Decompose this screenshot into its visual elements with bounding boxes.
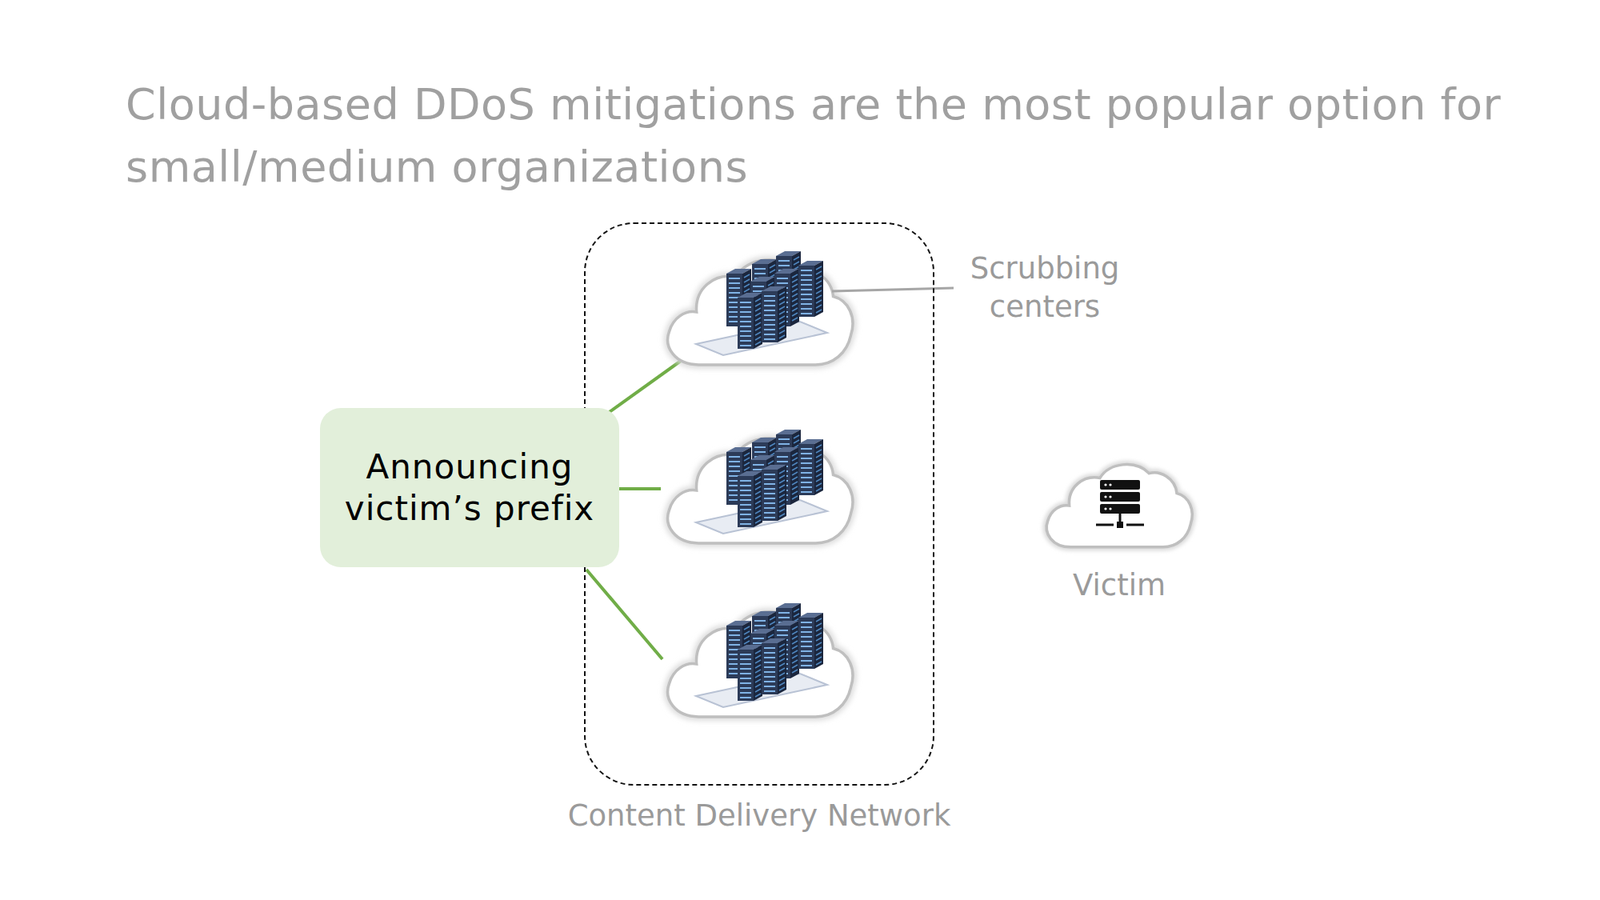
victim-cloud — [1046, 464, 1192, 548]
server-rack — [737, 292, 763, 349]
server-cluster — [696, 603, 828, 708]
cdn-region: Content Delivery Network — [584, 222, 935, 786]
server-rack — [737, 644, 763, 701]
server-rack — [798, 260, 824, 317]
cloud-shape — [1046, 464, 1192, 548]
process-box: Announcing victim’s prefix — [320, 408, 620, 568]
server-cluster — [696, 429, 828, 534]
server-rack — [761, 464, 787, 521]
victim-label: Victim — [1039, 566, 1200, 605]
scrubbing-clouds — [668, 251, 853, 717]
link-line — [617, 487, 661, 491]
cloud-shape — [668, 612, 853, 717]
server-rack — [761, 286, 787, 343]
server-rack — [737, 471, 763, 528]
cloud-shape — [668, 438, 853, 544]
leader-line — [832, 288, 954, 292]
server-rack — [798, 612, 824, 669]
slide-title: Cloud-based DDoS mitigations are the mos… — [125, 73, 1502, 199]
link-line — [586, 569, 663, 660]
callout-label: Scrubbing centers — [956, 249, 1133, 327]
cloud-shape — [668, 260, 853, 365]
server-icon — [1096, 480, 1144, 528]
server-rack — [761, 638, 787, 695]
box-text: Announcing victim’s prefix — [342, 446, 597, 530]
server-rack — [798, 439, 824, 496]
region-label: Content Delivery Network — [568, 798, 952, 833]
server-cluster — [696, 251, 828, 356]
